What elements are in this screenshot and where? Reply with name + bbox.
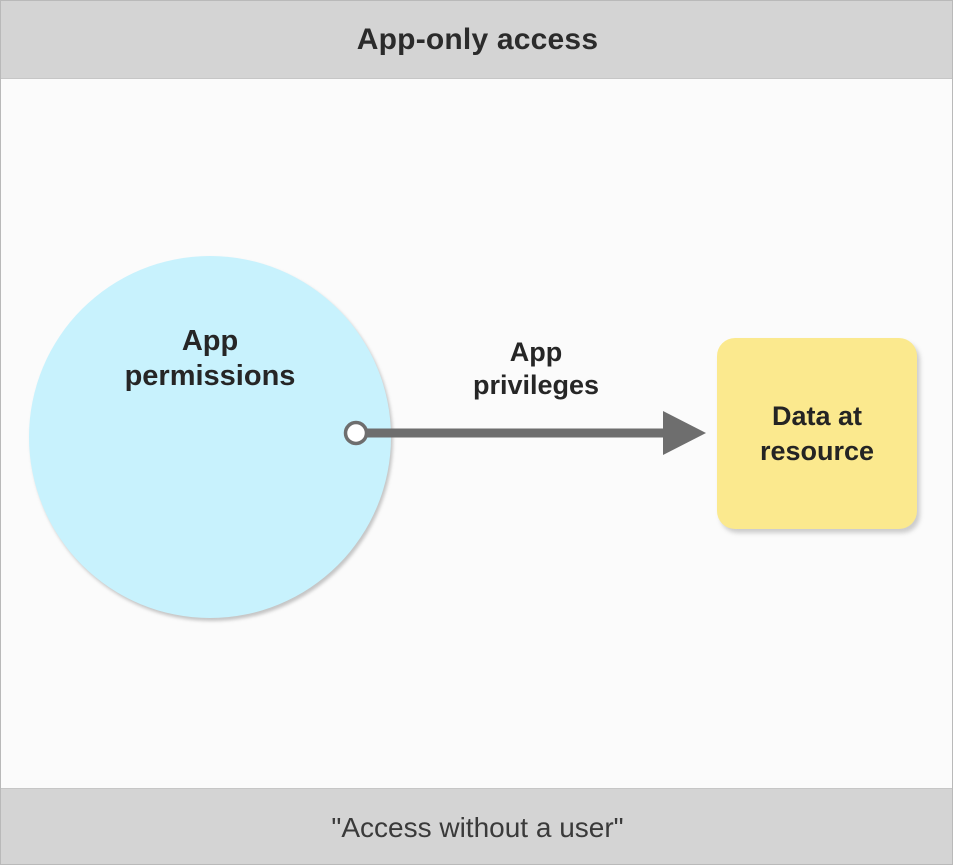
edge-app-privileges-svg [343,411,706,455]
node-app-permissions: App permissions [29,256,391,618]
edge-app-privileges [331,401,731,481]
figure-caption: "Access without a user" [331,811,624,843]
arrowhead-icon [663,411,706,455]
edge-source-connector-icon [343,420,369,446]
node-data-at-resource-label: Data at resource [759,401,875,466]
edge-app-privileges-label: App privileges [472,337,600,401]
page-title: App-only access [356,22,599,56]
figure-header-band: App-only access [1,1,952,79]
node-data-at-resource: Data at resource [717,338,917,529]
figure-footer-band: "Access without a user" [1,788,952,864]
diagram-canvas: App permissions App privileges D [1,80,952,788]
node-app-permissions-label: App permissions [124,325,296,393]
